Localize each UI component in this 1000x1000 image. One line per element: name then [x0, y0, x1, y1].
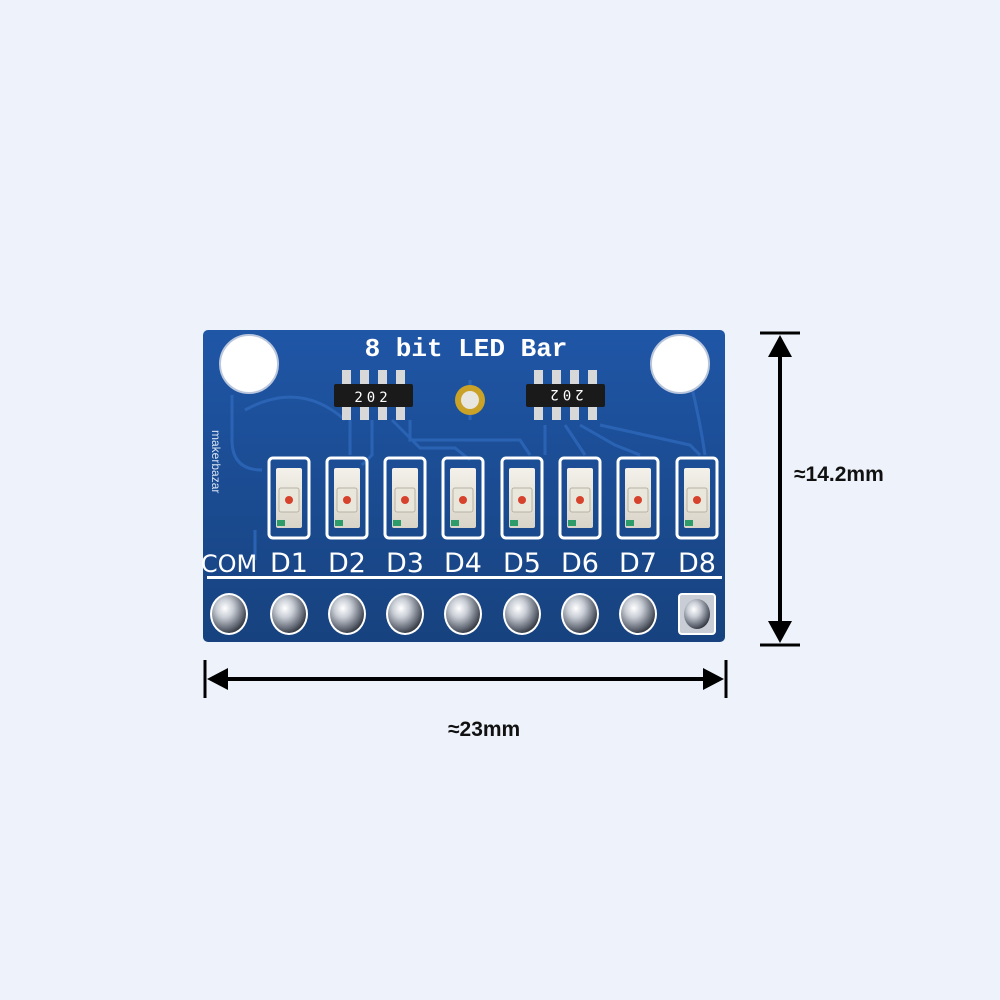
led-d4	[441, 456, 485, 540]
solder-pad-d6	[561, 593, 599, 635]
pin-label-d5: D5	[503, 548, 541, 579]
mounting-hole-left	[219, 334, 279, 394]
width-dimension-arrow	[203, 660, 728, 698]
solder-pad-d1	[270, 593, 308, 635]
pin-label-d2: D2	[328, 548, 366, 579]
led-d5	[500, 456, 544, 540]
height-label: ≈14.2mm	[794, 463, 884, 486]
resistor-label-left: 202	[354, 390, 391, 406]
pin-label-row: COM D1 D2 D3 D4 D5 D6 D7 D8	[201, 548, 716, 579]
board-title: 8 bit LED Bar	[365, 334, 568, 364]
led-d1	[267, 456, 311, 540]
pin-label-d1: D1	[270, 548, 308, 579]
silkscreen-line	[207, 576, 722, 579]
pin-label-com: COM	[201, 550, 257, 578]
mounting-hole-right	[650, 334, 710, 394]
solder-pad-com	[210, 593, 248, 635]
led-d6	[558, 456, 602, 540]
width-label: ≈23mm	[448, 718, 521, 741]
led-d2	[325, 456, 369, 540]
led-d8	[675, 456, 719, 540]
solder-pad-d8	[678, 593, 716, 635]
solder-pad-d2	[328, 593, 366, 635]
pin-label-d3: D3	[386, 548, 424, 579]
brand-label: makerbazar	[209, 430, 223, 493]
pin-label-d4: D4	[444, 548, 482, 579]
solder-pad-d3	[386, 593, 424, 635]
pin-label-d8: D8	[678, 548, 716, 579]
solder-pad-d7	[619, 593, 657, 635]
header-pads	[210, 593, 716, 635]
led-d7	[616, 456, 660, 540]
resistor-array-left: 202	[334, 370, 413, 420]
resistor-label-right: 202	[546, 386, 583, 402]
height-dimension-arrow	[760, 331, 800, 647]
pin-label-d7: D7	[619, 548, 657, 579]
pin-label-d6: D6	[561, 548, 599, 579]
led-row	[267, 456, 719, 540]
solder-pad-d5	[503, 593, 541, 635]
solder-pad-d4	[444, 593, 482, 635]
led-d3	[383, 456, 427, 540]
resistor-array-right: 202	[526, 370, 605, 420]
